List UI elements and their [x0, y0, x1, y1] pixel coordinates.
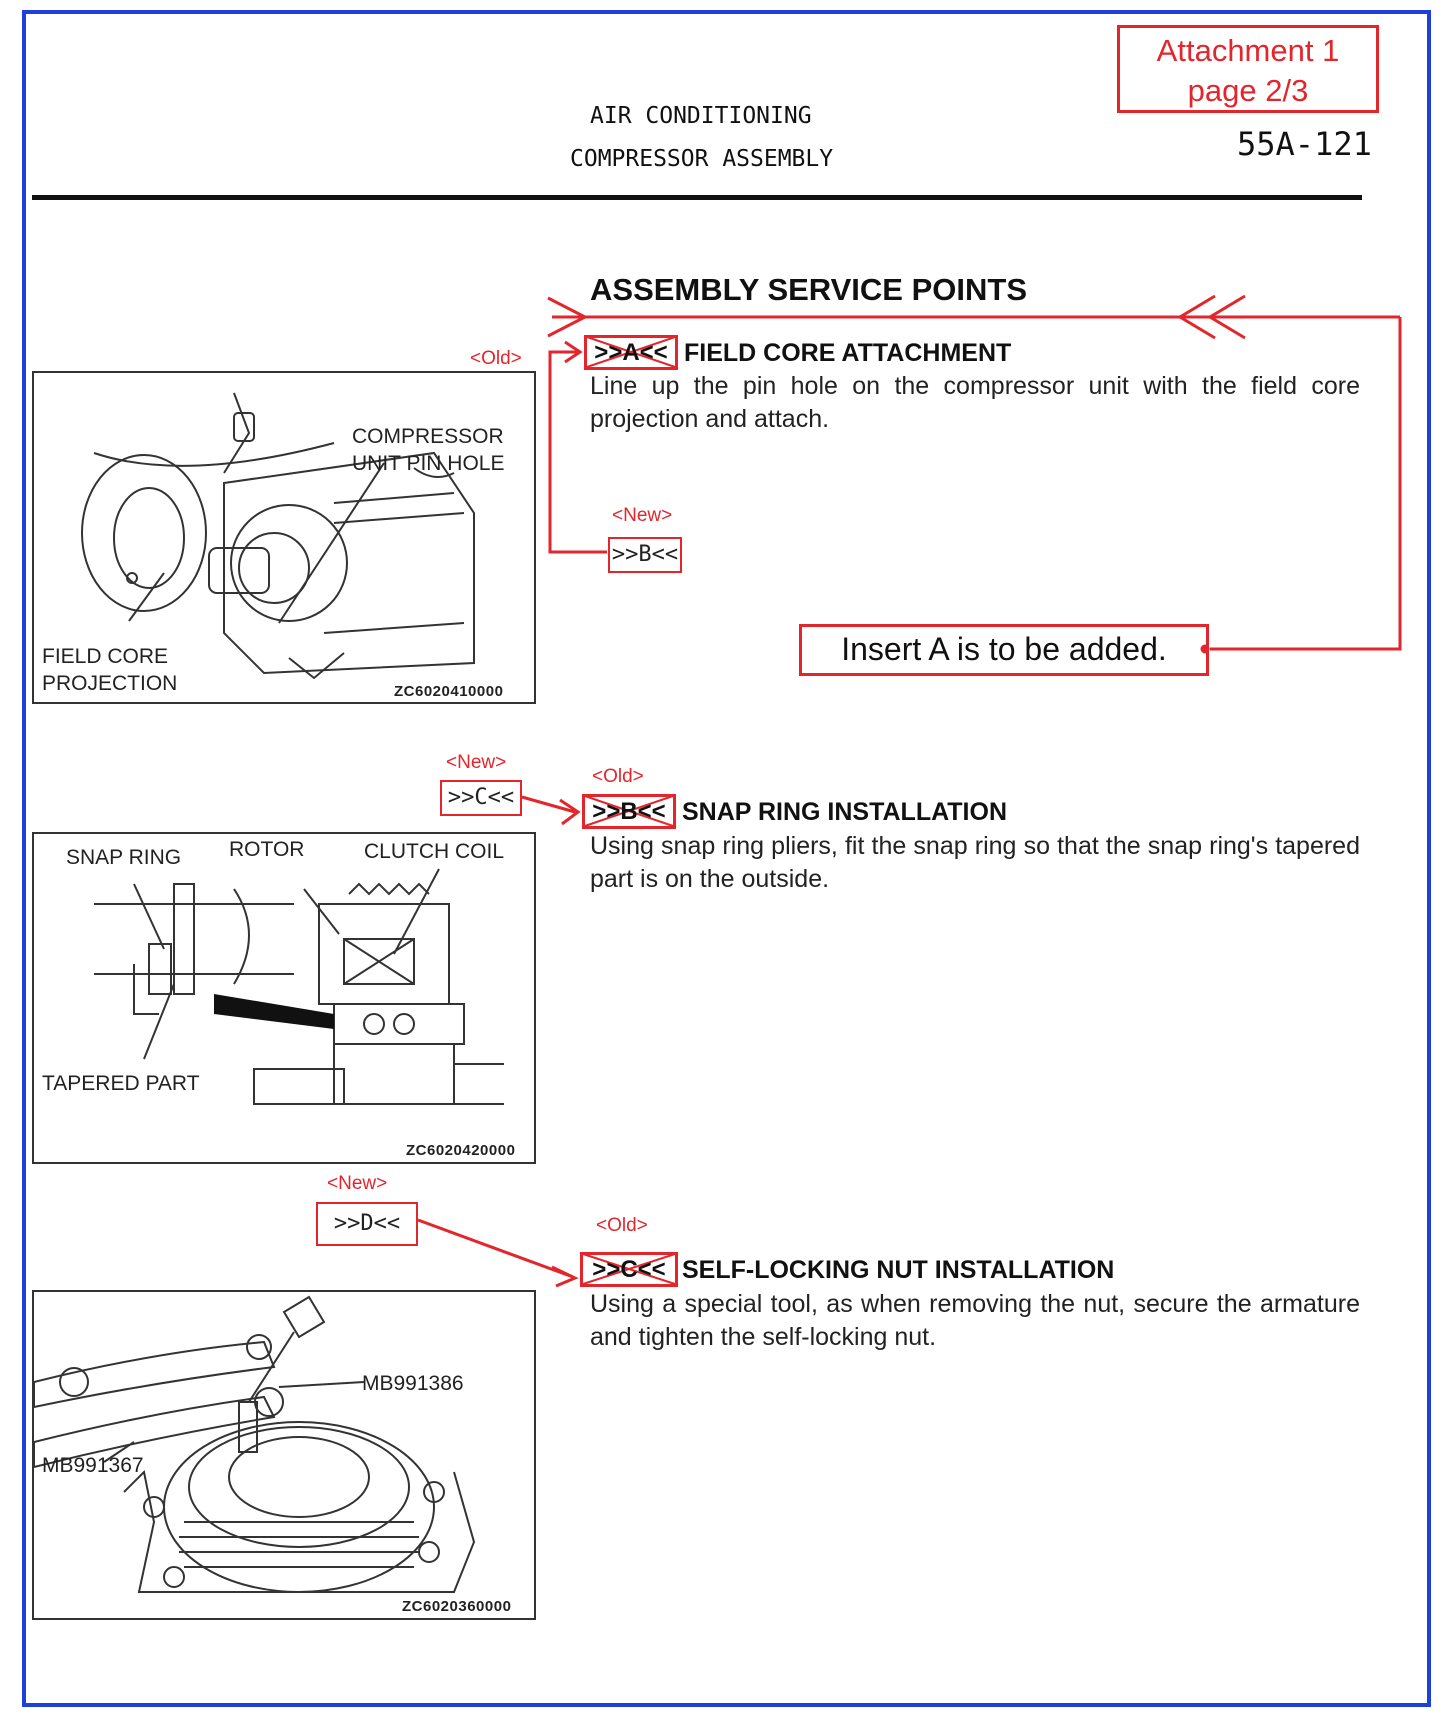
- attachment-line2: page 2/3: [1187, 73, 1309, 108]
- figure-label: CLUTCH COIL: [364, 840, 505, 863]
- section-text: Using a special tool, as when removing t…: [590, 1290, 1360, 1351]
- snap-ring-illustration: [94, 868, 504, 1105]
- section-text: Using snap ring pliers, fit the snap rin…: [590, 832, 1360, 893]
- section-title: SELF-LOCKING NUT INSTALLATION: [682, 1256, 1115, 1284]
- old-tag: >>B<<: [582, 794, 676, 829]
- figure-label: UNIT PIN HOLE: [352, 452, 505, 475]
- new-tag: >>D<<: [316, 1202, 418, 1246]
- section-title: SNAP RING INSTALLATION: [682, 798, 1007, 826]
- old-marker: <Old>: [592, 766, 644, 787]
- old-marker: <Old>: [596, 1215, 648, 1236]
- attachment-line1: Attachment 1: [1156, 33, 1340, 68]
- section-title: FIELD CORE ATTACHMENT: [684, 339, 1012, 367]
- new-marker: <New>: [327, 1173, 388, 1194]
- figure-label: FIELD CORE: [42, 645, 169, 668]
- new-tag: >>B<<: [608, 537, 682, 573]
- insert-note-text: Insert A is to be added.: [841, 631, 1167, 667]
- header-title-line1: AIR CONDITIONING: [590, 103, 812, 129]
- figure-label: PROJECTION: [42, 672, 178, 695]
- new-tag: >>C<<: [440, 780, 522, 816]
- page-number: 55A-121: [1237, 125, 1372, 163]
- figure-label: SNAP RING: [66, 846, 182, 869]
- figure-code: ZC6020420000: [406, 1142, 516, 1159]
- figure-label: COMPRESSOR: [352, 425, 504, 448]
- figure-label: MB991367: [42, 1454, 144, 1477]
- figure-label: MB991386: [362, 1372, 464, 1395]
- header-rule: [32, 195, 1362, 200]
- insert-note-box: Insert A is to be added.: [799, 624, 1209, 676]
- figure-code: ZC6020410000: [394, 683, 504, 700]
- figure-label: ROTOR: [229, 838, 305, 861]
- section-text: Line up the pin hole on the compressor u…: [590, 372, 1360, 433]
- old-marker: <Old>: [470, 348, 522, 369]
- figure-field-core: COMPRESSOR UNIT PIN HOLE FIELD CORE PROJ…: [32, 371, 536, 704]
- old-tag: >>C<<: [580, 1252, 678, 1287]
- figure-code: ZC6020360000: [402, 1598, 512, 1615]
- field-core-illustration: [81, 392, 475, 680]
- header-title-line2: COMPRESSOR ASSEMBLY: [570, 146, 834, 172]
- main-heading: ASSEMBLY SERVICE POINTS: [590, 272, 1027, 307]
- self-locking-nut-illustration: [34, 1295, 476, 1593]
- old-tag: >>A<<: [584, 335, 678, 370]
- figure-label: TAPERED PART: [42, 1072, 200, 1095]
- new-marker: <New>: [446, 752, 507, 773]
- attachment-box: Attachment 1 page 2/3: [1117, 25, 1379, 113]
- figure-self-locking-nut: MB991386 MB991367 ZC6020360000: [32, 1290, 536, 1620]
- page-frame: [22, 10, 1431, 1707]
- new-marker: <New>: [612, 505, 673, 526]
- figure-snap-ring: SNAP RING ROTOR CLUTCH COIL TAPERED PART…: [32, 832, 536, 1164]
